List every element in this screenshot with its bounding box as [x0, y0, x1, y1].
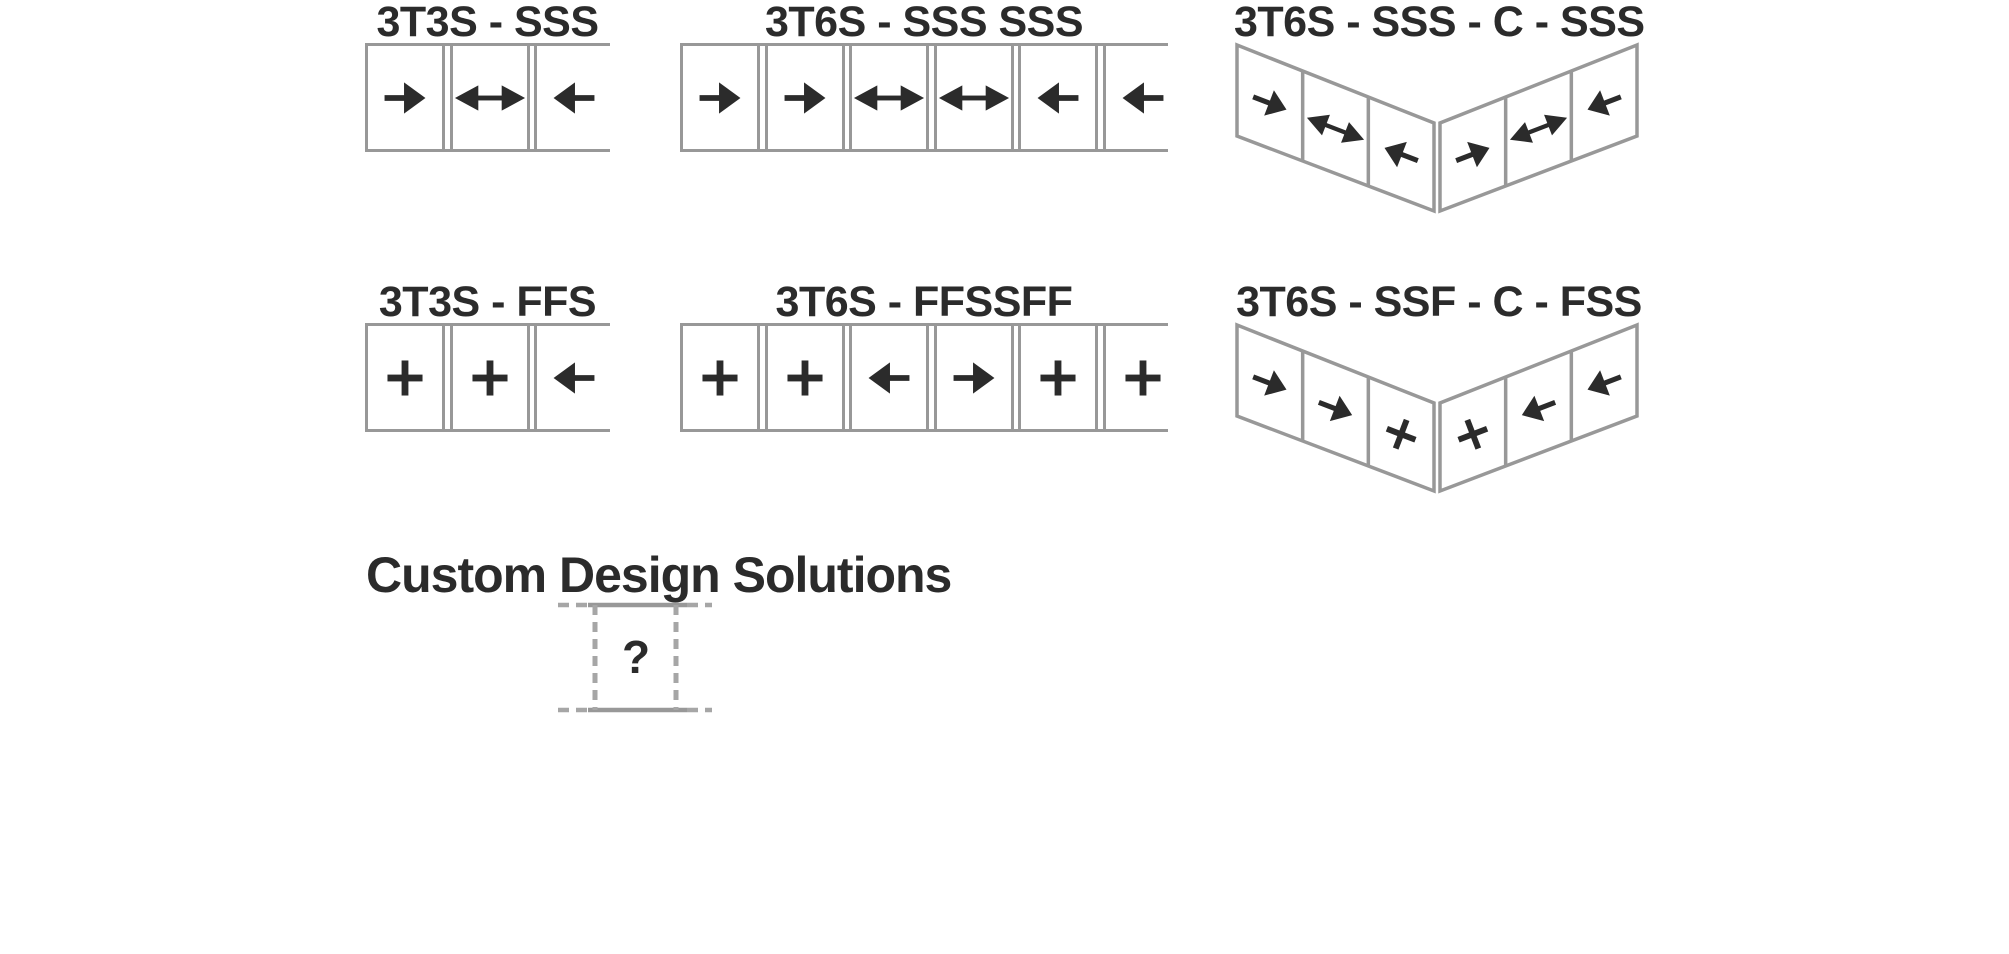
door-panel-slide-right [683, 46, 760, 149]
diagram-3t6s-ffssff: 3T6S - FFSSFF [680, 278, 1180, 432]
diagram-title: 3T3S - FFS [378, 278, 597, 326]
door-panel-slide-both [933, 46, 1014, 149]
plus-icon [1124, 359, 1161, 396]
custom-section-title: Custom Design Solutions [366, 547, 952, 603]
arrow-left-icon [1587, 370, 1622, 396]
door-panel-fixed [1102, 326, 1180, 429]
arrow-right-icon [1252, 370, 1287, 396]
door-panel-slide-left [534, 46, 611, 149]
arrow-left-icon [1521, 395, 1557, 422]
arrow-double-icon [454, 84, 525, 111]
door-panel-slide-left [1018, 46, 1098, 149]
plus-icon [786, 359, 823, 396]
arrow-double-icon [1509, 114, 1568, 143]
door-panel-slide-right [368, 46, 445, 149]
arrow-left-icon [1384, 141, 1419, 168]
door-panel-slide-both [849, 46, 929, 149]
corner-right-wing [1438, 322, 1639, 494]
door-panel-slide-right [764, 46, 845, 149]
question-mark: ? [622, 631, 650, 683]
arrow-right-icon [1317, 395, 1353, 422]
arrow-left-icon [1587, 90, 1622, 116]
panel-row [365, 43, 611, 152]
custom-placeholder-svg: ? [558, 602, 712, 713]
plus-icon [702, 359, 738, 396]
arrow-left-icon [1037, 81, 1079, 114]
arrow-left-icon [553, 81, 595, 114]
diagram-3t6s-sss-sss: 3T6S - SSS SSS [680, 0, 1180, 152]
panel-row [680, 323, 1180, 432]
corner-panel-row [1234, 321, 1644, 495]
corner-left-wing [1235, 322, 1436, 494]
plus-icon [1040, 359, 1076, 396]
diagram-3t3s-ffs: 3T3S - FFS [365, 278, 611, 432]
arrow-right-icon [953, 361, 994, 394]
corner-left-wing [1235, 42, 1436, 214]
diagram-3t6s-ssf-c-fss: 3T6S - SSF - C - FSS [1234, 280, 1644, 495]
custom-design-placeholder: ? [550, 595, 720, 725]
arrow-double-icon [938, 84, 1009, 111]
arrow-right-icon [784, 81, 825, 114]
door-panel-fixed [683, 326, 760, 429]
arrow-left-icon [868, 361, 910, 394]
arrow-left-icon [553, 361, 595, 394]
plus-icon [471, 359, 508, 396]
door-panel-slide-right [933, 326, 1014, 429]
door-panel-slide-both [449, 46, 530, 149]
plus-icon [1385, 418, 1417, 450]
door-panel-fixed [368, 326, 445, 429]
door-panel-slide-left [849, 326, 929, 429]
arrow-left-icon [1122, 81, 1163, 114]
arrow-right-icon [1455, 141, 1490, 168]
door-panel-fixed [764, 326, 845, 429]
door-panel-slide-left [534, 326, 611, 429]
diagram-title: 3T3S - SSS [376, 0, 599, 46]
arrow-double-icon [853, 84, 925, 111]
corner-configuration-svg [1235, 42, 1639, 214]
corner-panel-row [1234, 41, 1644, 215]
plus-icon [387, 359, 423, 396]
door-panel-fixed [1018, 326, 1098, 429]
diagram-3t6s-sss-c-sss: 3T6S - SSS - C - SSS [1234, 0, 1645, 215]
diagram-title: 3T6S - SSS - C - SSS [1234, 0, 1645, 46]
door-panel-fixed [449, 326, 530, 429]
panel-row [365, 323, 611, 432]
corner-right-wing [1438, 42, 1639, 214]
arrow-right-icon [699, 81, 741, 114]
arrow-double-icon [1306, 114, 1365, 143]
diagram-title: 3T6S - FFSSFF [775, 278, 1073, 326]
door-panel-slide-left [1102, 46, 1180, 149]
corner-configuration-svg [1235, 322, 1639, 494]
diagram-3t3s-sss: 3T3S - SSS [365, 0, 611, 152]
arrow-right-icon [384, 81, 426, 114]
plus-icon [1457, 418, 1489, 450]
diagram-title: 3T6S - SSF - C - FSS [1236, 278, 1642, 326]
panel-row [680, 43, 1180, 152]
diagram-title: 3T6S - SSS SSS [764, 0, 1084, 46]
arrow-right-icon [1252, 90, 1287, 116]
